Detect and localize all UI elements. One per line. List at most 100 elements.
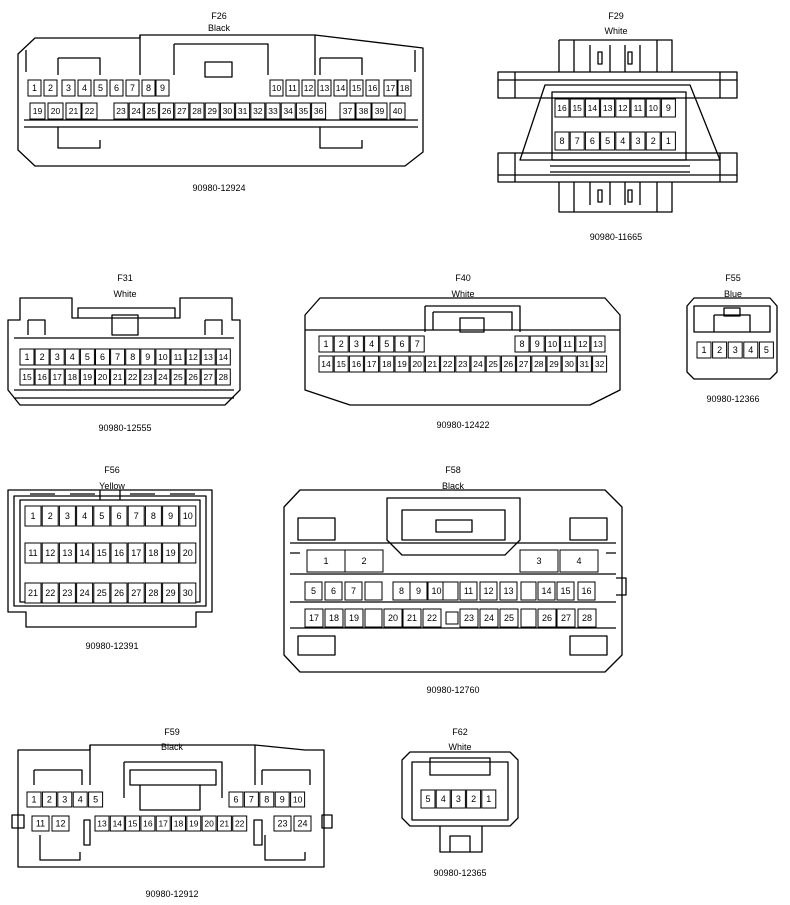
pin-cell-f26-35: 35 (295, 102, 311, 120)
pin-cavity (280, 102, 296, 120)
pin-cavity (584, 131, 600, 151)
pin-number: 12 (483, 586, 493, 596)
pin-cavity (318, 355, 334, 373)
pin-cell-f56-26: 26 (110, 582, 128, 604)
pin-number: 4 (70, 352, 75, 362)
pin-cell-f62-2: 2 (466, 789, 482, 809)
pin-cell-f26-34: 34 (280, 102, 296, 120)
pin-cell-f40-17: 17 (364, 355, 380, 373)
pin-number: 12 (188, 352, 198, 362)
connector-id-f56: F56 (104, 465, 120, 475)
pin-cell-f26-39: 39 (371, 102, 388, 120)
pin-cell-f58-4: 4 (559, 549, 599, 573)
pin-cell-f31-2: 2 (34, 348, 50, 366)
pin-cavity (365, 79, 380, 97)
pin-cell-f26-16: 16 (365, 79, 380, 97)
pin-number: 18 (400, 83, 410, 93)
pin-cell-f55-2: 2 (712, 341, 728, 359)
pin-cavity (81, 102, 98, 120)
pin-cavity (499, 581, 518, 601)
pin-cell-f58-24: 24 (479, 608, 499, 628)
pin-number: 8 (399, 586, 404, 596)
pin-number: 19 (83, 372, 93, 382)
pin-cell-f40-22: 22 (440, 355, 456, 373)
pin-cavity (293, 815, 312, 832)
pin-cavity (141, 79, 156, 97)
empty-cavity (520, 608, 537, 628)
pin-cell-f40-2: 2 (333, 335, 349, 353)
pin-cell-f56-23: 23 (58, 582, 76, 604)
pin-cavity (333, 355, 349, 373)
pin-number: 2 (651, 136, 656, 146)
pin-cell-f31-12: 12 (185, 348, 201, 366)
pin-cell-f56-4: 4 (76, 505, 94, 527)
pin-number: 3 (635, 136, 640, 146)
pin-cavity (125, 815, 141, 832)
pin-cell-f58-9: 9 (409, 581, 428, 601)
pin-cell-f58-8: 8 (392, 581, 411, 601)
pin-number: 8 (130, 352, 135, 362)
pin-number: 3 (354, 339, 359, 349)
pin-cell-f56-27: 27 (127, 582, 145, 604)
pin-cell-f31-17: 17 (49, 368, 65, 386)
pin-cavity (140, 368, 156, 386)
pin-cell-f31-3: 3 (49, 348, 65, 366)
pin-number: 6 (116, 511, 121, 521)
pin-cavity (162, 542, 180, 564)
pin-cell-f26-12: 12 (301, 79, 316, 97)
pin-cell-f26-3: 3 (61, 79, 76, 97)
pin-cavity (435, 789, 451, 809)
pin-cavity (200, 368, 216, 386)
pin-cell-f29-3: 3 (630, 131, 646, 151)
pin-cavity (479, 581, 498, 601)
pin-cell-f59-24: 24 (293, 815, 312, 832)
pin-cavity (109, 815, 125, 832)
pin-cavity (318, 335, 334, 353)
pin-cavity (324, 581, 343, 601)
pin-number: 1 (30, 511, 35, 521)
pin-cavity (402, 608, 422, 628)
pin-cavity (546, 355, 562, 373)
connector-part-number-f62: 90980-12365 (433, 868, 486, 878)
pin-number: 19 (33, 106, 43, 116)
pin-number: 5 (85, 352, 90, 362)
pin-cell-f29-12: 12 (615, 98, 631, 118)
pin-number: 24 (131, 106, 141, 116)
connector-id-f55: F55 (725, 273, 741, 283)
pin-cell-f59-18: 18 (171, 815, 186, 832)
pin-number: 10 (293, 795, 303, 805)
pin-number: 16 (114, 548, 124, 558)
pin-number: 9 (145, 352, 150, 362)
pin-number: 17 (158, 819, 168, 829)
pin-cavity (394, 335, 410, 353)
pin-cell-f58-13: 13 (499, 581, 518, 601)
pin-number: 13 (593, 339, 603, 349)
pin-cavity (269, 79, 284, 97)
pin-cell-f31-25: 25 (170, 368, 186, 386)
pin-number: 7 (134, 511, 139, 521)
pin-cell-f59-6: 6 (228, 791, 244, 808)
pin-number: 2 (48, 511, 53, 521)
pin-cavity (110, 505, 128, 527)
pin-cavity (72, 791, 88, 808)
pin-number: 13 (503, 586, 513, 596)
pin-number: 21 (28, 588, 38, 598)
pin-cell-f29-13: 13 (600, 98, 616, 118)
pin-cell-f26-36: 36 (311, 102, 327, 120)
pin-cavity (311, 102, 327, 120)
pin-cavity (349, 79, 364, 97)
pin-cell-f26-25: 25 (143, 102, 159, 120)
pin-number: 9 (666, 103, 671, 113)
pin-number: 19 (166, 548, 176, 558)
pin-cavity (409, 355, 425, 373)
pin-cell-f40-19: 19 (394, 355, 410, 373)
pin-cavity (65, 102, 82, 120)
pin-number: 24 (484, 613, 494, 623)
pin-number: 7 (415, 339, 420, 349)
connector-part-number-f29: 90980-11665 (590, 232, 642, 242)
pin-cell-f40-10: 10 (544, 335, 560, 353)
pin-cavity (379, 335, 395, 353)
pin-cavity (531, 355, 547, 373)
pin-number: 4 (82, 83, 87, 93)
connector-f58-body (283, 489, 627, 673)
